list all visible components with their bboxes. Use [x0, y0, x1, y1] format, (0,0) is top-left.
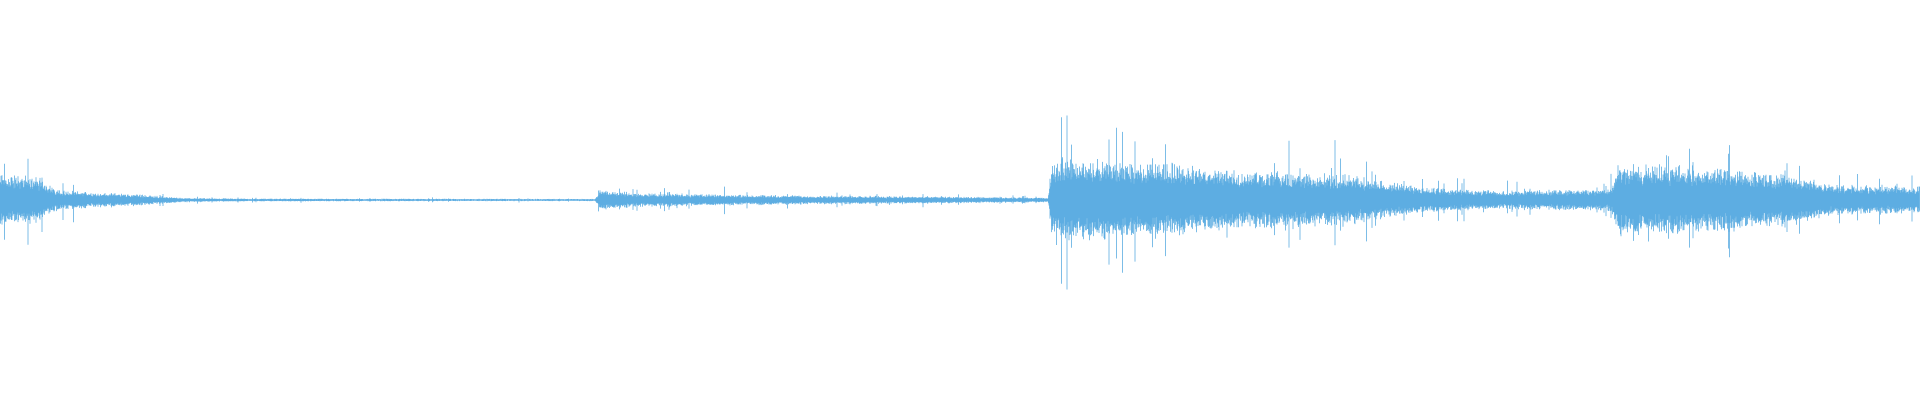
waveform-trace — [0, 115, 1920, 290]
